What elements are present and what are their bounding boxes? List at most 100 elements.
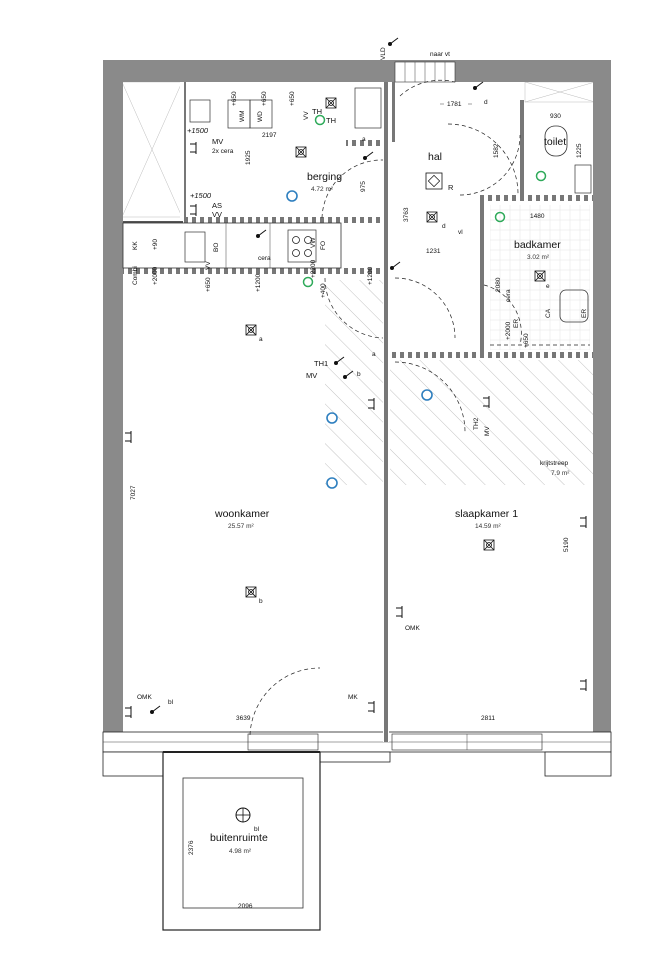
room-buitenruimte: buitenruimte 4.98 m² xyxy=(210,832,268,855)
label-vv3: VV xyxy=(205,261,212,270)
label-e: e xyxy=(546,283,550,290)
outlet-icon xyxy=(189,203,197,217)
label-as: AS xyxy=(212,201,222,210)
label-omk2: OMK xyxy=(137,694,152,701)
dim-2376: 2376 xyxy=(188,840,195,855)
exterior-wall-top xyxy=(103,60,608,82)
label-p650c: +650 xyxy=(289,91,296,106)
label-p650a: +650 xyxy=(231,91,238,106)
dim-2096: 2096 xyxy=(238,903,253,910)
dim-930: 930 xyxy=(550,113,561,120)
label-p2000b: +2000 xyxy=(505,321,512,340)
wall-berging-left xyxy=(180,82,186,222)
label-vl: vl xyxy=(458,229,463,236)
label-ca: CA xyxy=(545,308,552,318)
switch-icon xyxy=(362,151,374,161)
label-p90: +90 xyxy=(152,239,159,250)
kitchen-counter xyxy=(122,222,342,269)
room-area-badkamer: 3.02 m² xyxy=(527,254,550,261)
label-combi: Combi xyxy=(132,266,139,285)
label-p650b: +650 xyxy=(261,91,268,106)
room-name-badkamer: badkamer xyxy=(514,239,561,251)
label-th-2: TH xyxy=(326,116,336,125)
dim-3639: 3639 xyxy=(236,715,251,722)
room-name-toilet: toilet xyxy=(544,136,566,148)
switch-icon xyxy=(472,81,484,91)
smoke-detector-icon xyxy=(326,412,338,424)
label-vld: VLD xyxy=(380,47,387,60)
ventilation-icon xyxy=(302,276,314,288)
outlet-icon xyxy=(367,700,375,714)
switch-icon xyxy=(387,37,399,47)
label-d2: d xyxy=(484,99,488,106)
ceiling-light-icon xyxy=(325,97,337,109)
room-area-woonkamer: 25.57 m² xyxy=(228,523,254,530)
outlet-icon xyxy=(124,705,132,719)
dim-2197: 2197 xyxy=(262,132,277,139)
dim-1225: 1225 xyxy=(576,143,583,158)
ceiling-light-icon xyxy=(245,324,257,336)
label-er-2: ER xyxy=(581,309,588,318)
meter-box-icon xyxy=(425,172,443,190)
label-d: d xyxy=(442,223,446,230)
label-th: TH xyxy=(312,107,322,116)
label-cera3: cera xyxy=(505,289,512,302)
wall-hal-top xyxy=(389,82,395,142)
room-woonkamer: woonkamer 25.57 m² xyxy=(214,508,270,530)
exterior-wall-left xyxy=(103,60,123,740)
label-bo: BO xyxy=(213,243,220,252)
room-name-slaapkamer: slaapkamer 1 xyxy=(455,508,518,520)
ventilation-icon xyxy=(535,170,547,182)
exterior-wall-right xyxy=(593,60,611,740)
label-vv2: VV xyxy=(303,111,310,120)
label-naar-vt: naar vt xyxy=(430,51,450,58)
balcony-outline xyxy=(162,751,321,931)
label-wm: WM xyxy=(239,110,246,122)
dim-1781: 1781 xyxy=(447,101,462,108)
label-mk: MK xyxy=(348,694,358,701)
label-p1200b: +1200 xyxy=(367,266,374,285)
label-a2: a xyxy=(259,336,263,343)
ceiling-light-icon xyxy=(426,211,438,223)
room-badkamer: badkamer 3.02 m² xyxy=(514,239,561,261)
outlet-icon xyxy=(579,515,587,529)
label-bl: bl xyxy=(168,699,174,706)
hatch-krijtstreep xyxy=(390,360,595,485)
wall-inner-berging xyxy=(346,140,386,146)
label-b: b xyxy=(357,371,361,378)
ceiling-light-icon xyxy=(483,539,495,551)
label-cera2x: 2x cera xyxy=(212,148,234,155)
label-vw: VW xyxy=(310,237,317,248)
room-name-buitenruimte: buitenruimte xyxy=(210,832,268,844)
dim-2080: 2080 xyxy=(495,277,502,292)
dim-2811: 2811 xyxy=(481,715,495,722)
smoke-detector-icon xyxy=(421,389,433,401)
wall-toilet-left xyxy=(518,100,524,195)
outlet-icon xyxy=(189,141,197,155)
room-krijtstreep: krijtstreep 7.9 m² xyxy=(540,460,570,477)
label-r: R xyxy=(448,183,454,192)
dim-1231: 1231 xyxy=(426,248,441,255)
room-area-buitenruimte: 4.98 m² xyxy=(229,848,252,855)
wall-berging-bottom xyxy=(180,217,385,223)
dim-975: 975 xyxy=(360,181,367,192)
label-b2: b xyxy=(259,598,263,605)
ceiling-light-icon xyxy=(245,586,257,598)
label-omk: OMK xyxy=(405,625,420,632)
ceiling-light-icon xyxy=(295,146,307,158)
wall-bath-top xyxy=(478,195,593,201)
label-mv: MV xyxy=(212,137,223,146)
label-a3: a xyxy=(362,136,366,143)
room-name-berging: berging xyxy=(307,171,342,183)
dim-5190: 5190 xyxy=(563,537,570,552)
label-mv2: MV xyxy=(306,371,317,380)
room-area-krijtstreep: 7.9 m² xyxy=(551,470,570,477)
label-p2000a: +2000 xyxy=(152,266,159,285)
label-th1: TH1 xyxy=(314,359,328,368)
room-name-krijtstreep: krijtstreep xyxy=(540,460,569,467)
ventilation-icon xyxy=(314,114,326,126)
label-p1500a: +1500 xyxy=(187,126,209,135)
switch-icon xyxy=(149,705,161,715)
dim-1480: 1480 xyxy=(530,213,545,220)
